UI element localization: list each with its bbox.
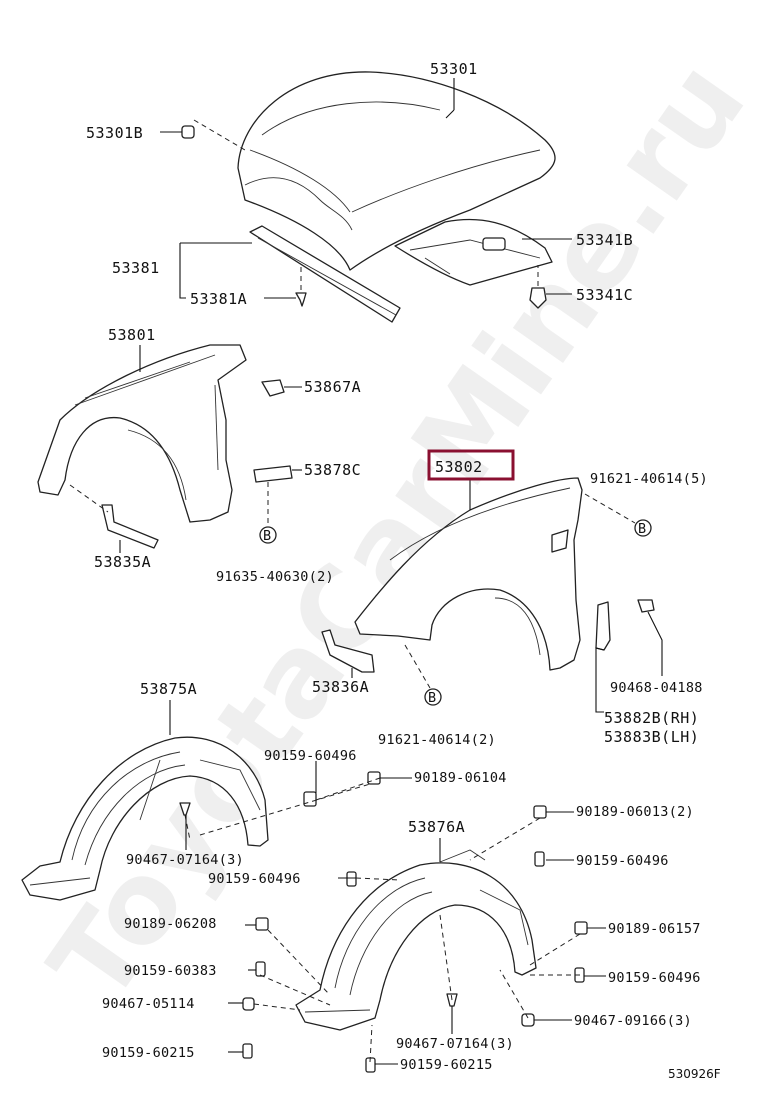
label-hood-seal-clip[interactable]: 53381A (190, 290, 247, 308)
liner-rh-drawing (295, 849, 537, 1031)
label-screw-60496-d[interactable]: 90159-60496 (608, 970, 701, 986)
leader-lines (139, 78, 606, 1065)
label-nut-06157[interactable]: 90189-06157 (608, 921, 701, 937)
label-screw-60215-a[interactable]: 90159-60215 (102, 1045, 195, 1061)
catalog-code: 530926F (668, 1067, 721, 1081)
highlight-box (427, 449, 515, 481)
label-clip-05114[interactable]: 90467-05114 (102, 996, 195, 1012)
label-screw-60496-c[interactable]: 90159-60496 (576, 853, 669, 869)
liner-lh-drawing (21, 736, 269, 901)
label-fender-clip-c[interactable]: 53878C (304, 461, 361, 479)
label-bolt-91621-top[interactable]: 91621-40614(5) (590, 471, 708, 487)
marker-b-1: B (259, 526, 277, 544)
label-hood-bumper[interactable]: 53301B (86, 124, 143, 142)
fender-bracket-a-drawing (69, 484, 159, 553)
label-clip-90468[interactable]: 90468-04188 (610, 680, 703, 696)
label-clip-07164-b[interactable]: 90467-07164(3) (396, 1036, 514, 1052)
label-bolt-91621-bottom[interactable]: 91621-40614(2) (378, 732, 496, 748)
fender-clip-90468-drawing (637, 599, 663, 676)
label-hood-seal[interactable]: 53381 (112, 259, 160, 277)
label-fender-lh[interactable]: 53801 (108, 326, 156, 344)
svg-text:B: B (638, 521, 646, 537)
label-screw-60496-b[interactable]: 90159-60496 (208, 871, 301, 887)
fender-clip-c-drawing (253, 465, 302, 526)
insulator-clip-drawing (529, 265, 547, 309)
bracket-53836a-drawing (321, 629, 375, 678)
label-screw-60215-b[interactable]: 90159-60215 (400, 1057, 493, 1073)
locator-lines (184, 777, 581, 1063)
label-nut-06208[interactable]: 90189-06208 (124, 916, 217, 932)
label-liner-rh[interactable]: 53876A (408, 818, 465, 836)
fender-clip-a-drawing (261, 379, 302, 397)
hood-drawing (237, 71, 556, 323)
label-seal-rh[interactable]: 53882B(RH) (604, 709, 699, 727)
label-hood-insulator[interactable]: 53341B (576, 231, 633, 249)
hood-bumper-drawing (181, 119, 246, 151)
marker-b-2: B (634, 519, 652, 537)
fender-lh-drawing (37, 344, 247, 523)
label-screw-60383[interactable]: 90159-60383 (124, 963, 217, 979)
label-fender-clip-a[interactable]: 53867A (304, 378, 361, 396)
label-clip-09166[interactable]: 90467-09166(3) (574, 1013, 692, 1029)
fasteners (179, 771, 588, 1073)
label-liner-lh[interactable]: 53875A (140, 680, 197, 698)
labels: 53301 53301B 53381 53381A 53341B 53341C … (86, 60, 721, 1081)
marker-b-3: B (424, 688, 442, 706)
label-bracket-53836a[interactable]: 53836A (312, 678, 369, 696)
label-clip-07164-a[interactable]: 90467-07164(3) (126, 852, 244, 868)
svg-text:B: B (263, 528, 271, 544)
fender-rh-drawing (354, 477, 636, 689)
label-fender-bracket-a[interactable]: 53835A (94, 553, 151, 571)
label-nut-06104[interactable]: 90189-06104 (414, 770, 507, 786)
svg-text:B: B (428, 690, 436, 706)
label-bolt-91635[interactable]: 91635-40630(2) (216, 569, 334, 585)
label-seal-lh[interactable]: 53883B(LH) (604, 728, 699, 746)
label-hood-insulator-clip[interactable]: 53341C (576, 286, 633, 304)
label-hood[interactable]: 53301 (430, 60, 478, 78)
label-screw-60496-a[interactable]: 90159-60496 (264, 748, 357, 764)
fender-seal-drawing (595, 601, 611, 713)
hood-seal-clip-drawing (295, 265, 307, 307)
label-nut-06013[interactable]: 90189-06013(2) (576, 804, 694, 820)
label-fender-rh[interactable]: 53802 (435, 458, 483, 476)
